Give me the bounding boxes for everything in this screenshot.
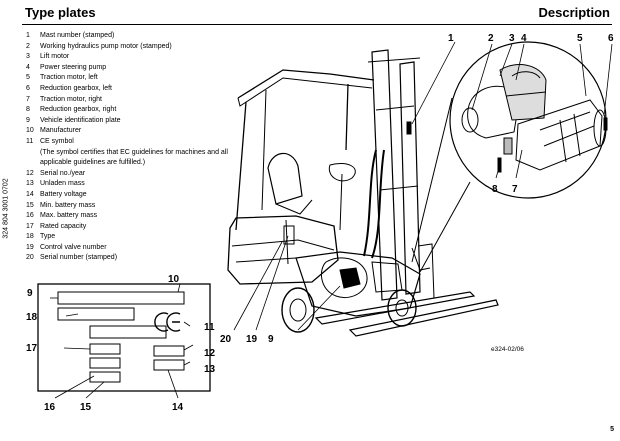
legend-text: Working hydraulics pump motor (stamped): [40, 42, 172, 50]
legend-text: Max. battery mass: [40, 212, 98, 220]
legend-text: CE symbol: [40, 137, 74, 145]
callout-17: 17: [26, 343, 38, 354]
forklift-illustration: [227, 49, 499, 337]
figure-code: e324-02/06: [491, 346, 524, 353]
legend-number: 14: [26, 190, 34, 198]
legend-text: Control valve number: [40, 243, 107, 251]
callout-9-truck: 9: [268, 334, 274, 345]
legend-number: 4: [26, 63, 30, 71]
legend-number: 8: [26, 106, 30, 114]
legend-number: 12: [26, 169, 34, 177]
legend-text: Traction motor, right: [40, 95, 102, 103]
legend-item: 6 Reduction gearbox, left: [26, 84, 236, 95]
legend-item: 8 Reduction gearbox, right: [26, 105, 236, 116]
identification-plate: [37, 283, 211, 392]
legend-list: 1 Mast number (stamped) 2 Working hydrauli…: [26, 31, 236, 264]
legend-item: 2 Working hydraulics pump motor (stamped): [26, 42, 236, 53]
callout-16: 16: [44, 402, 56, 413]
page-title: Type plates: [25, 5, 96, 20]
legend-number: 16: [26, 212, 34, 220]
legend-item: 7 Traction motor, right: [26, 95, 236, 106]
callout-6: 6: [608, 33, 614, 44]
leader-lines: [50, 41, 613, 399]
callout-7: 7: [512, 184, 518, 195]
callout-9-plate: 9: [27, 288, 33, 299]
legend-number: 19: [26, 243, 34, 251]
legend-text: Vehicle identification plate: [40, 116, 121, 124]
legend-item: 1 Mast number (stamped): [26, 31, 236, 42]
legend-item: 13 Unladen mass: [26, 179, 236, 190]
legend-item: 11 CE symbol (The symbol certifies that EC…: [26, 137, 236, 169]
callout-12: 12: [204, 348, 216, 359]
legend-item: 4 Power steering pump: [26, 63, 236, 74]
legend-number: 6: [26, 84, 30, 92]
legend-item: 17 Rated capacity: [26, 222, 236, 233]
legend-number: 11: [26, 137, 34, 145]
legend-item: 15 Min. battery mass: [26, 201, 236, 212]
legend-item: 5 Traction motor, left: [26, 73, 236, 84]
legend-text: Mast number (stamped): [40, 32, 115, 39]
legend-number: 2: [26, 42, 30, 50]
legend-text: Power steering pump: [40, 63, 107, 71]
callout-8: 8: [492, 184, 498, 195]
callout-2: 2: [488, 33, 494, 44]
page-number: 5: [610, 426, 614, 433]
legend-number: 13: [26, 180, 34, 188]
legend-text: Type: [40, 233, 56, 241]
detail-circle: [449, 41, 608, 199]
legend-item: 9 Vehicle identification plate: [26, 116, 236, 127]
legend-item: 16 Max. battery mass: [26, 211, 236, 222]
legend-text: Battery voltage: [40, 190, 87, 198]
legend-number: 1: [26, 32, 30, 39]
callout-4: 4: [521, 33, 527, 44]
legend-item: 18 Type: [26, 232, 236, 243]
legend-number: 10: [26, 127, 34, 135]
legend-text: Manufacturer: [40, 127, 82, 135]
legend-item: 14 Battery voltage: [26, 190, 236, 201]
callout-3: 3: [509, 33, 515, 44]
legend-text: Serial no./year: [40, 169, 86, 177]
callout-15: 15: [80, 402, 92, 413]
legend-text: Min. battery mass: [40, 201, 96, 209]
callout-19: 19: [246, 334, 258, 345]
callout-5: 5: [577, 33, 583, 44]
header-rule: [22, 24, 612, 25]
legend-number: 15: [26, 201, 34, 209]
legend-text: Reduction gearbox, right: [40, 106, 117, 114]
legend-number: 9: [26, 116, 30, 124]
legend-number: 18: [26, 233, 34, 241]
legend-text: Lift motor: [40, 53, 70, 61]
legend-text: Traction motor, left: [40, 74, 98, 82]
legend-text: Rated capacity: [40, 222, 87, 230]
legend-text: Reduction gearbox, left: [40, 84, 112, 92]
callout-14: 14: [172, 402, 184, 413]
callout-13: 13: [204, 364, 216, 375]
legend-number: 20: [26, 254, 34, 262]
legend-number: 5: [26, 74, 30, 82]
callout-18: 18: [26, 312, 38, 323]
section-title: Description: [538, 5, 610, 20]
legend-item: 12 Serial no./year: [26, 169, 236, 180]
callout-11: 11: [204, 322, 215, 333]
callout-1: 1: [448, 33, 454, 44]
legend-item: 10 Manufacturer: [26, 126, 236, 137]
legend-text: Unladen mass: [40, 180, 85, 188]
legend-item: 20 Serial number (stamped): [26, 253, 236, 264]
legend-item: 19 Control valve number: [26, 243, 236, 254]
legend-item: 3 Lift motor: [26, 52, 236, 63]
legend-subtext: (The symbol certifies that EC guidelines…: [40, 148, 228, 167]
callout-20: 20: [220, 334, 232, 345]
callout-10: 10: [168, 274, 180, 285]
legend-number: 7: [26, 95, 30, 103]
legend-number: 3: [26, 53, 30, 61]
legend-number: 17: [26, 222, 34, 230]
legend-text: Serial number (stamped): [40, 254, 118, 262]
